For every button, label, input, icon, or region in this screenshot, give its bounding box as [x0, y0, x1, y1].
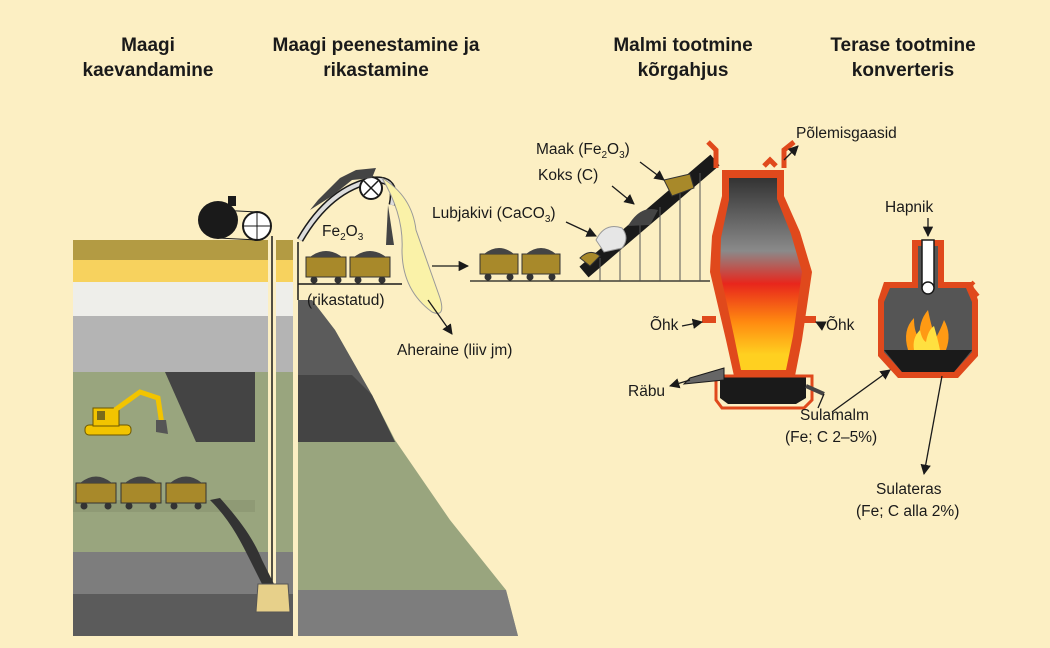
coke-arrow: [611, 185, 635, 205]
winch-cap: [228, 196, 236, 206]
air-right-arrow: [815, 321, 827, 331]
waste-stream: [381, 177, 443, 314]
ore-chute: [210, 498, 274, 584]
waste-heap: [298, 300, 518, 636]
waste-arrow: [427, 299, 453, 335]
skip-bucket: [255, 583, 291, 613]
coke-label: Koks (C): [538, 167, 598, 184]
hearth-outline: [714, 374, 814, 410]
pig-iron-arrow: [831, 369, 891, 413]
tuyere-left: [702, 316, 716, 323]
skip-incline: [579, 154, 720, 281]
lance-tip: [921, 281, 935, 295]
converter-spout: [967, 280, 980, 298]
heading-mining-line2: kaevandamine: [83, 60, 214, 81]
mine-carts: [75, 476, 207, 510]
heading-converter-line2: konverteris: [852, 60, 954, 81]
furnace-interior: [720, 178, 802, 370]
pig-iron-detail: (Fe; C 2–5%): [785, 429, 877, 446]
tuyere-right: [802, 316, 816, 323]
air-left-arrow: [681, 318, 704, 329]
heading-converter-line1: Terase tootmine: [830, 35, 975, 56]
winch-drum: [198, 201, 238, 239]
heading-processing-line2: rikastamine: [323, 60, 429, 81]
mine-floor: [73, 500, 255, 512]
winch-belt-top: [217, 209, 258, 213]
fe2o3-label: Fe2O3: [322, 223, 364, 243]
air-left-label: Õhk: [650, 317, 679, 334]
oxygen-label: Hapnik: [885, 199, 933, 216]
steel-label: Sulateras: [876, 481, 942, 498]
pig-iron-label: Sulamalm: [800, 407, 869, 424]
flue-gas-label: Põlemisgaasid: [796, 125, 897, 142]
air-right-label: Õhk: [826, 317, 855, 334]
converter-vessel: [878, 239, 980, 378]
stratum-dark-grey: [73, 594, 255, 636]
slag-arrow: [669, 378, 691, 389]
pig-iron-leader: [817, 393, 825, 409]
stratum-yellow: [73, 260, 255, 282]
stratum-white: [73, 282, 255, 316]
stratum-light-grey: [73, 316, 255, 372]
limestone-label: Lubjakivi (CaCO3): [432, 205, 556, 225]
heading-mining-line1: Maagi: [121, 35, 175, 56]
winch-belt-bottom: [217, 237, 258, 241]
mine-cross-section: [73, 196, 293, 636]
heading-processing-line1: Maagi peenestamine ja: [273, 35, 480, 56]
ore-arrow: [639, 161, 665, 181]
waste-label: Aheraine (liiv jm): [397, 342, 512, 359]
furnace-hearth: [720, 376, 806, 404]
enriched-label: (rikastatud): [307, 292, 385, 309]
heading-blast-furnace-line2: kõrgahjus: [638, 60, 729, 81]
slag-tap: [682, 367, 725, 385]
steel-arrow: [920, 375, 943, 476]
excavator-icon: [84, 389, 168, 436]
flame-icon: [906, 310, 949, 350]
limestone-arrow: [565, 221, 597, 237]
furnace-feed-carts: [470, 248, 710, 282]
gas-pipes: [706, 140, 796, 168]
oxygen-lance: [921, 239, 935, 289]
enriched-ore-carts: [298, 251, 402, 285]
slag-label: Räbu: [628, 383, 665, 400]
flue-gas-arrow: [783, 145, 799, 161]
heading-blast-furnace-line1: Malmi tootmine: [613, 35, 752, 56]
stratum-brown: [73, 240, 255, 260]
iron-tap: [805, 384, 825, 396]
steel-detail: (Fe; C alla 2%): [856, 503, 959, 520]
ore-label: Maak (Fe2O3): [536, 141, 630, 161]
ore-body: [165, 372, 255, 442]
stratum-grey: [73, 552, 255, 594]
gas-vent: [762, 156, 778, 168]
